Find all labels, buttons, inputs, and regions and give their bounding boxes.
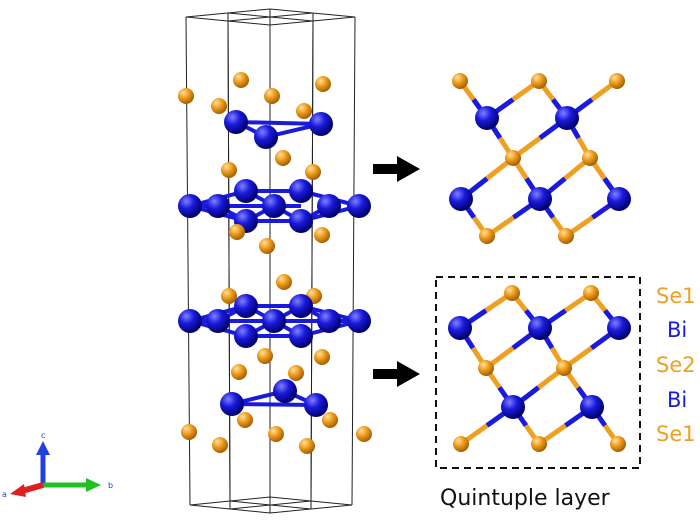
bi-atom — [262, 309, 286, 333]
left-atoms — [178, 72, 372, 454]
bi-atom — [273, 379, 297, 403]
se-atom — [531, 73, 547, 89]
layer-label-se2: Se2 — [656, 353, 696, 377]
se-atom — [452, 73, 468, 89]
se-atom — [221, 288, 237, 304]
bi-atom — [289, 324, 313, 348]
bi-atom — [317, 194, 341, 218]
bi-atom — [206, 309, 230, 333]
se-atom — [582, 150, 598, 166]
bi-atom — [304, 393, 328, 417]
se-atom — [231, 364, 247, 380]
se-atom — [212, 437, 228, 453]
se-atom — [305, 164, 321, 180]
se-atom — [257, 348, 273, 364]
bi-atom — [262, 194, 286, 218]
se-atom — [314, 227, 330, 243]
figure-caption: Quintuple layer — [440, 486, 610, 511]
arrow-lower — [373, 361, 420, 387]
bi-atom — [607, 316, 631, 340]
bi-atom — [528, 187, 552, 211]
se-atom — [211, 98, 227, 114]
c-axis-label: c — [41, 431, 46, 440]
bi-atom — [254, 125, 278, 149]
se-atom — [356, 426, 372, 442]
bi-atom — [220, 392, 244, 416]
se-atom — [479, 228, 495, 244]
left-bi-bonds — [182, 120, 367, 407]
se-atom — [178, 88, 194, 104]
bi-atom — [289, 209, 313, 233]
se-atom — [531, 436, 547, 452]
se-atom — [264, 88, 280, 104]
bi-atom — [178, 194, 202, 218]
se-atom — [229, 224, 245, 240]
bi-atom — [234, 294, 258, 318]
bi-atom — [206, 194, 230, 218]
se-atom — [556, 360, 572, 376]
bi-atom — [449, 187, 473, 211]
bi-atom — [501, 395, 525, 419]
bi-atom — [555, 106, 579, 130]
se-atom — [296, 103, 312, 119]
se-atom — [181, 424, 197, 440]
layer-label-se1-bottom: Se1 — [656, 422, 696, 446]
se-atom — [275, 150, 291, 166]
se-atom — [276, 274, 292, 290]
bi-atom — [224, 110, 248, 134]
a-axis-label: a — [2, 490, 7, 499]
layer-label-se1-top: Se1 — [656, 284, 696, 308]
bi-atom — [234, 324, 258, 348]
arrow-upper — [373, 156, 420, 182]
se-atom — [259, 238, 275, 254]
se-atom — [322, 412, 338, 428]
layer-label-bi-upper: Bi — [667, 318, 688, 342]
se-atom — [478, 360, 494, 376]
se-atom — [453, 436, 469, 452]
bi-atom — [347, 309, 371, 333]
upper-quintuple-atoms — [449, 73, 631, 244]
bi-atom — [289, 179, 313, 203]
bi-atom — [528, 316, 552, 340]
bi-atom — [317, 309, 341, 333]
quintuple-highlight-box — [435, 276, 641, 469]
bi-atom — [289, 294, 313, 318]
bi-atom — [347, 194, 371, 218]
se-atom — [314, 349, 330, 365]
b-axis-label: b — [108, 481, 114, 490]
se-atom — [233, 72, 249, 88]
bi-atom — [580, 395, 604, 419]
se-atom — [558, 228, 574, 244]
layer-label-bi-lower: Bi — [667, 388, 688, 412]
se-atom — [505, 150, 521, 166]
se-atom — [609, 73, 625, 89]
se-atom — [315, 76, 331, 92]
axes-indicator — [10, 441, 101, 497]
lower-quintuple-atoms — [448, 285, 631, 452]
bi-atom — [309, 112, 333, 136]
se-atom — [504, 285, 520, 301]
a-axis-arrow — [21, 482, 44, 494]
se-atom — [268, 426, 284, 442]
bi-atom — [607, 187, 631, 211]
se-atom — [610, 436, 626, 452]
se-atom — [221, 162, 237, 178]
bi-atom — [178, 309, 202, 333]
bi-atom — [448, 316, 472, 340]
bi-atom — [234, 179, 258, 203]
se-atom — [288, 365, 304, 381]
se-atom — [237, 412, 253, 428]
se-atom — [583, 285, 599, 301]
bi-atom — [475, 106, 499, 130]
se-atom — [299, 438, 315, 454]
